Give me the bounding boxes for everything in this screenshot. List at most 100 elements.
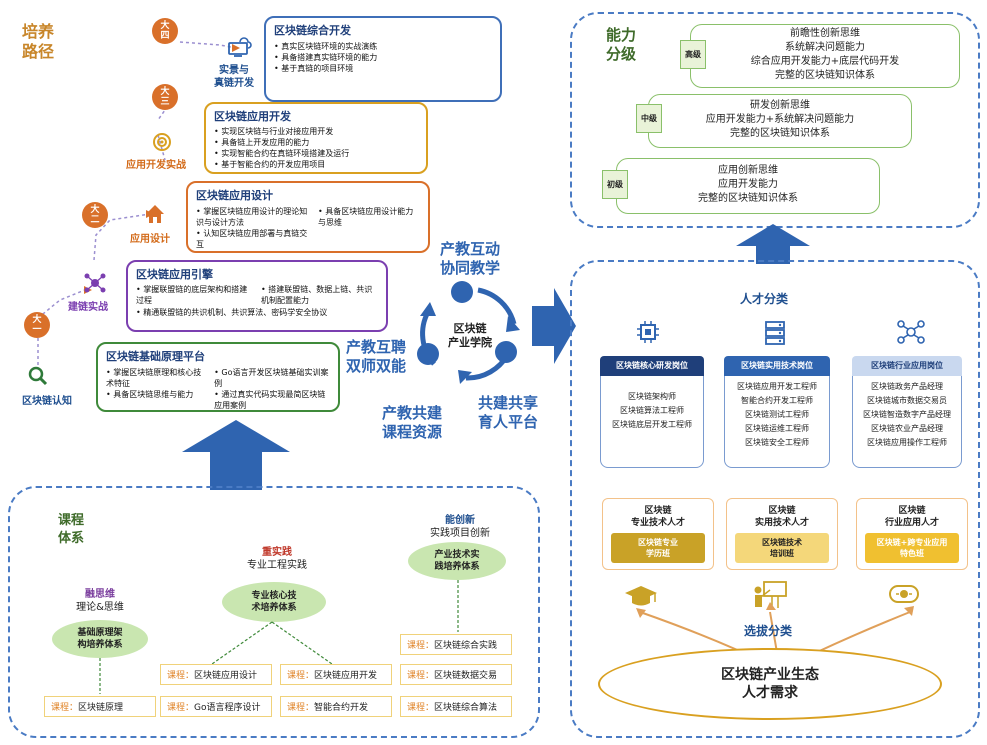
talent-practical: 区块链 实用技术人才 区块链技术 培训班 xyxy=(726,498,838,570)
demand-ellipse: 区块链产业生态 人才需求 xyxy=(598,648,942,720)
course-name: 区块链综合实践 xyxy=(434,641,498,651)
chip-icon xyxy=(636,320,660,344)
step-label-4: 应用开发实战 xyxy=(126,160,186,171)
graduation-cap-icon xyxy=(624,584,658,608)
step-badge-3: 大 三 xyxy=(152,84,178,110)
box-item: 掌握区块链应用设计的理论知识与设计方法 xyxy=(196,206,312,228)
course-item: 课程：区块链综合实践 xyxy=(400,634,512,655)
certificate-icon xyxy=(886,582,922,608)
job-column-practical: 区块链实用技术岗位 区块链应用开发工程师 智能合约开发工程师 区块链测试工程师 … xyxy=(724,356,830,468)
system-innovation: 产业技术实 践培养体系 xyxy=(408,542,506,580)
box-item: 通过真实代码实现最简区块链应用案例 xyxy=(214,389,330,411)
box-item: 认知区块链应用部署与真链交互 xyxy=(196,228,312,250)
level-line: 应用创新思维 xyxy=(718,165,778,176)
up-arrow-left xyxy=(182,420,290,490)
course-item: 课程：区块链应用开发 xyxy=(280,664,392,685)
course-item: 课程：区块链综合算法 xyxy=(400,696,512,717)
level-line: 前瞻性创新思维 xyxy=(790,28,860,39)
center-right: 共建共享 育人平台 xyxy=(478,394,539,431)
level-line: 应用开发能力+系统解决问题能力 xyxy=(705,114,855,125)
group-head-theory: 融思维 理论&思维 xyxy=(58,588,142,614)
course-prefix: 课程： xyxy=(167,703,195,713)
level-tag-intermediate: 中级 xyxy=(636,104,662,133)
course-item: 课程：Go语言程序设计 xyxy=(160,696,272,717)
job-item: 区块链安全工程师 xyxy=(745,438,809,447)
course-name: Go语言程序设计 xyxy=(194,703,261,713)
course-prefix: 课程： xyxy=(167,671,195,681)
talent-title: 人才分类 xyxy=(740,292,789,306)
box-item: 掌握联盟链的底层架构和搭建过程 xyxy=(136,284,253,306)
ability-title: 能力 分级 xyxy=(606,26,637,63)
box-basic-principle: 区块链基础原理平台 掌握区块链原理和核心技术特征 具备区块链思维与能力 Go语言… xyxy=(96,342,340,412)
box-item: 基于智能合约的开发应用项目 xyxy=(214,159,418,170)
job-item: 区块链智造数字产品经理 xyxy=(863,410,951,419)
center-bottom: 产教共建 课程资源 xyxy=(382,404,443,441)
box-title: 区块链基础原理平台 xyxy=(106,350,205,363)
box-title: 区块链应用开发 xyxy=(214,110,291,123)
job-column-industry: 区块链行业应用岗位 区块链政务产品经理 区块链城市数据交易员 区块链智造数字产品… xyxy=(852,356,962,468)
level-tag-advanced: 高级 xyxy=(680,40,706,69)
box-item: 搭建联盟链、数据上链、共识机制配置能力 xyxy=(261,284,378,306)
box-item: Go语言开发区块链基础实训案例 xyxy=(214,367,330,389)
box-app-design: 区块链应用设计 掌握区块链应用设计的理论知识与设计方法 认知区块链应用部署与真链… xyxy=(186,181,430,253)
select-label: 选拔分类 xyxy=(744,624,793,638)
box-item: 真实区块链环境的实战演练 xyxy=(274,41,492,52)
job-item: 区块链底层开发工程师 xyxy=(612,420,692,429)
box-item: 实现区块链与行业对接应用开发 xyxy=(214,126,418,137)
talent-industry: 区块链 行业应用人才 区块链+跨专业应用 特色班 xyxy=(856,498,968,570)
demand-label: 区块链产业生态 人才需求 xyxy=(721,667,819,701)
group-tag: 重实践 xyxy=(262,547,292,558)
box-comprehensive-dev: 区块链综合开发 真实区块链环境的实战演练 具备搭建真实链环境的能力 基于真链的项… xyxy=(264,16,502,102)
system-practice: 专业核心技 术培养体系 xyxy=(222,582,326,622)
group-tag: 融思维 xyxy=(85,589,115,600)
box-item: 具备链上开发应用的能力 xyxy=(214,137,418,148)
step-label-2: 建链实战 xyxy=(68,302,108,313)
level-tag-basic: 初级 xyxy=(602,170,628,199)
cloud-computer-icon xyxy=(226,34,252,58)
search-icon xyxy=(28,366,48,386)
target-icon xyxy=(152,132,172,152)
step-label-1: 区块链认知 xyxy=(22,396,72,407)
job-item: 区块链算法工程师 xyxy=(620,406,684,415)
right-arrow xyxy=(532,288,576,364)
box-item: 基于真链的项目环境 xyxy=(274,63,492,74)
talent-panel xyxy=(570,260,980,738)
talent-name: 区块链 行业应用人才 xyxy=(884,506,939,528)
box-item: 实现智能合约在真链环境搭建及运行 xyxy=(214,148,418,159)
level-line: 应用开发能力 xyxy=(718,179,778,190)
talent-track: 区块链技术 培训班 xyxy=(735,533,829,563)
box-title: 区块链应用引擎 xyxy=(136,268,213,281)
course-prefix: 课程： xyxy=(51,703,79,713)
level-line: 研发创新思维 xyxy=(750,100,810,111)
step-badge-1: 大 一 xyxy=(24,312,50,338)
group-sub: 实践项目创新 xyxy=(430,528,490,539)
box-item: 掌握区块链原理和核心技术特征 xyxy=(106,367,208,389)
course-name: 区块链应用开发 xyxy=(314,671,378,681)
course-prefix: 课程： xyxy=(407,641,435,651)
server-icon xyxy=(764,320,786,346)
step-label-5: 实景与 真链开发 xyxy=(214,65,254,89)
box-item: 精通联盟链的共识机制、共识算法、密码学安全协议 xyxy=(136,307,378,318)
cycle-diagram xyxy=(417,281,520,384)
job-item: 区块链测试工程师 xyxy=(745,410,809,419)
course-name: 区块链综合算法 xyxy=(434,703,498,713)
up-arrow-right xyxy=(736,224,810,264)
course-panel xyxy=(8,486,540,738)
group-sub: 理论&思维 xyxy=(76,602,124,613)
path-title: 培养 路径 xyxy=(22,22,55,61)
job-item: 区块链城市数据交易员 xyxy=(867,396,947,405)
job-item: 区块链架构师 xyxy=(628,392,676,401)
course-title: 课程 体系 xyxy=(58,513,85,546)
talent-name: 区块链 专业技术人才 xyxy=(630,506,685,528)
job-item: 区块链政务产品经理 xyxy=(871,382,943,391)
course-item: 课程：区块链原理 xyxy=(44,696,156,717)
level-advanced: 前瞻性创新思维 系统解决问题能力 综合应用开发能力+底层代码开发 完整的区块链知… xyxy=(690,24,960,88)
network-icon xyxy=(84,272,106,294)
level-line: 完整的区块链知识体系 xyxy=(698,193,798,204)
teacher-icon xyxy=(752,580,788,610)
course-prefix: 课程： xyxy=(287,671,315,681)
box-title: 区块链综合开发 xyxy=(274,24,351,37)
center-top: 产教互动 协同教学 xyxy=(440,240,501,277)
step-badge-2: 大 二 xyxy=(82,202,108,228)
